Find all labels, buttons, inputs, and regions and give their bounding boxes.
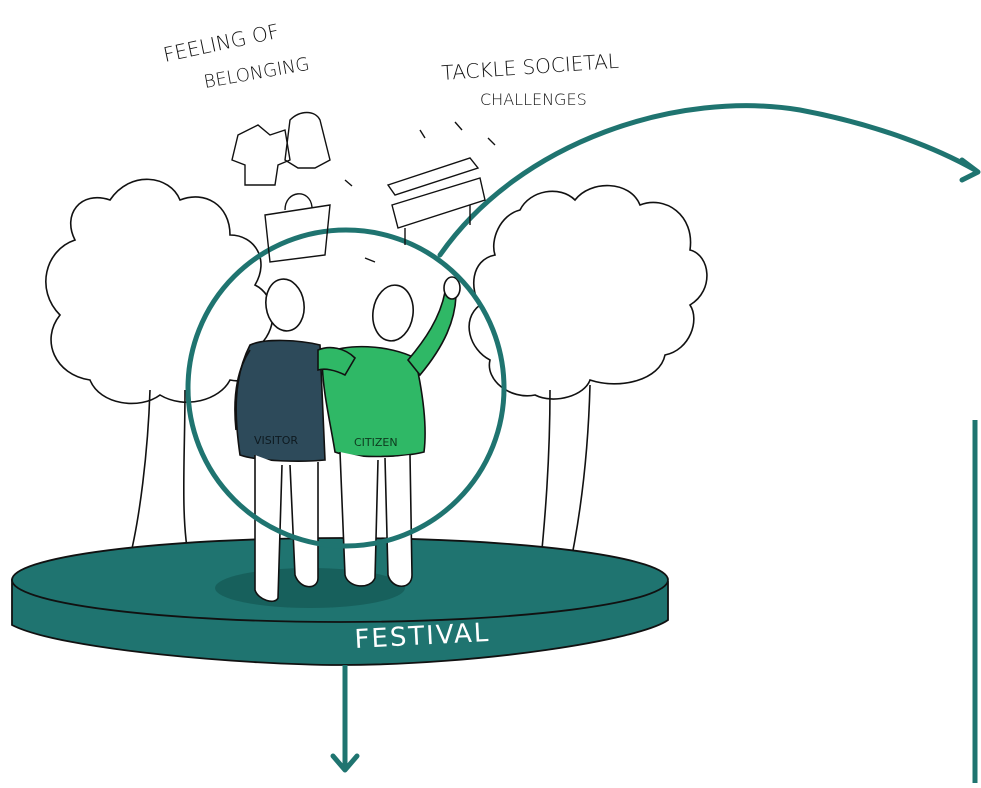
shopping-bag-icon [265,194,330,262]
belonging-label-line2: BELONGING [202,54,311,93]
shirt-icon [232,125,290,185]
bench-icon [388,158,485,245]
right-tree-trunk [540,385,590,575]
citizen-hand [444,277,460,299]
visitor-label: VISITOR [254,434,298,447]
tackle-label-line1: TACKLE SOCIETAL [441,49,620,85]
citizen-label: CITIZEN [354,436,398,449]
belonging-label-line1: FEELING OF [161,19,281,67]
citizen-raised-arm [408,292,456,375]
citizen-head [369,282,416,343]
jacket-icon [285,113,330,169]
citizen-legs [340,452,412,586]
left-tree-trunk [128,390,190,565]
left-tree-crown [46,179,273,403]
tackle-label-line2: CHALLENGES [480,90,587,109]
sparkle-lines [345,122,495,262]
bench-sketch [345,122,495,262]
festival-platform [12,538,668,665]
